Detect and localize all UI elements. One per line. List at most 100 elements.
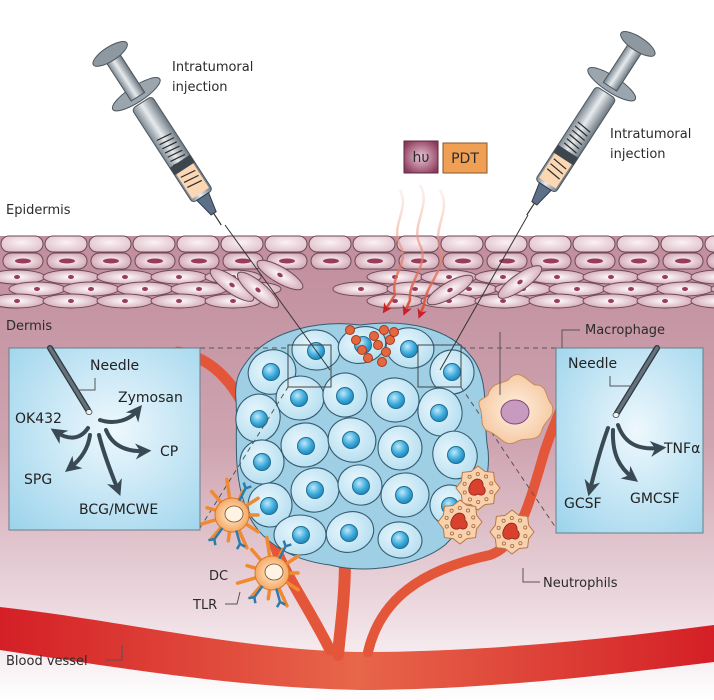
dermal-cell [690, 293, 714, 309]
arrow-spg [65, 433, 92, 472]
injection-line-left [224, 224, 331, 371]
zoom-line-right-bottom [460, 386, 557, 529]
dendritic-cell [195, 477, 260, 550]
angled-cell [209, 268, 255, 302]
dendritic-cells [195, 477, 300, 608]
photosensitizer-particle [369, 331, 379, 341]
tumor-nucleus [290, 389, 308, 407]
photosensitizer-particle [385, 335, 395, 345]
angled-cell [256, 259, 304, 291]
photosensitizer-particle [389, 327, 399, 337]
arrow-gmcsf [610, 428, 639, 482]
agent-tnfa: TNFα [663, 441, 700, 457]
tumor-nucleus [336, 387, 354, 405]
keratinocyte-cell [44, 235, 88, 253]
macrophage-leader [561, 329, 580, 348]
agent-zymosan: Zymosan [118, 390, 183, 406]
photosensitizer-particle [379, 325, 389, 335]
photosensitizer-particle [345, 325, 355, 335]
tumor-nucleus [253, 453, 271, 471]
tlr-receptor-icon [278, 540, 292, 560]
neutrophil-cells [437, 465, 535, 555]
macrophage-label: Macrophage [585, 323, 665, 338]
tumor-cell [370, 377, 420, 423]
keratinocyte-cell [616, 235, 660, 253]
tumor-cell [327, 417, 377, 463]
tlr-receptor-icon [235, 530, 246, 550]
agent-bcg-mcwe: BCG/MCWE [79, 502, 158, 518]
agent-gcsf: GCSF [564, 496, 602, 512]
keratinocyte-cell [484, 235, 528, 253]
tumor-nucleus [395, 486, 413, 504]
dermis-label: Dermis [6, 319, 52, 334]
dermal-cell [0, 293, 46, 309]
syringe-right [526, 31, 656, 216]
keratinocyte-cell [660, 235, 704, 253]
tumor-nucleus [262, 363, 280, 381]
tumor-cell [377, 521, 423, 559]
keratinocyte-cell [264, 235, 308, 253]
keratinocyte-cell [572, 235, 616, 253]
light-wave-1 [382, 189, 405, 314]
tumor-cell [377, 425, 423, 471]
neutrophil [489, 509, 535, 555]
keratinocyte-cell [88, 235, 132, 253]
photosensitizer-particle [373, 340, 383, 350]
right-needle-label: Needle [568, 356, 617, 372]
photosensitizer-particle [351, 335, 361, 345]
injection-left-label-line2: injection [172, 80, 228, 95]
tlr-receptor-icon [275, 588, 286, 608]
blood-vessel-label: Blood vessel [6, 654, 88, 669]
keratinocyte-cell [132, 235, 176, 253]
zoom-box-right [417, 344, 462, 388]
dermal-cell [710, 285, 714, 293]
arrow-zymosan [98, 405, 143, 424]
tumor-nucleus [297, 437, 315, 455]
agent-gmcsf: GMCSF [630, 491, 680, 507]
keratinocyte-cell [220, 235, 264, 253]
neutrophils-label: Neutrophils [543, 576, 618, 591]
tumor-nucleus [342, 431, 360, 449]
photosensitizer-particle [381, 347, 391, 357]
tumor-nucleus [352, 477, 370, 495]
photosensitizer-particle [363, 353, 373, 363]
needle-leader [78, 378, 96, 391]
tumor-mass [235, 322, 489, 570]
tumor-cell [337, 464, 383, 506]
tumor-nucleus [387, 391, 405, 409]
tumor-cell [380, 472, 430, 518]
keratinocyte-cell [704, 235, 714, 253]
hv-badge: hυ [403, 140, 439, 174]
agent-cp: CP [160, 444, 178, 460]
tlr-receptor-icon [248, 585, 264, 604]
neutrophil [437, 499, 483, 545]
agent-spg: SPG [24, 472, 52, 488]
syringe-left [92, 41, 222, 226]
neutrophil [455, 465, 501, 511]
keratinocyte-cell [440, 235, 484, 253]
tlr-label: TLR [192, 598, 217, 613]
keratinocyte-cell [528, 235, 572, 253]
angled-cell [497, 265, 543, 299]
tumor-cell [385, 327, 435, 369]
dermal-cell [690, 269, 714, 285]
tumor-cell [429, 349, 475, 395]
right-inset-panel: Needle TNFα GCSF GMCSF [555, 345, 704, 534]
macrophage-cell [478, 373, 554, 445]
dendritic-cell [235, 535, 300, 608]
tumor-nucleus [430, 404, 448, 422]
tumor-nucleus [447, 446, 465, 464]
tumor-nucleus [250, 410, 268, 428]
blood-vessel [0, 607, 714, 690]
blood-vessel-leader [106, 645, 123, 661]
arrow-cp [104, 428, 152, 460]
zoom-box-left [287, 344, 332, 388]
light-waves [382, 184, 446, 319]
tumor-nucleus [400, 340, 418, 358]
tumor-nucleus [340, 524, 358, 542]
tumor-cell [239, 439, 285, 485]
keratinocyte-cell [0, 235, 44, 253]
pdt-badge-label: PDT [451, 151, 479, 167]
tumor-nucleus [391, 531, 409, 549]
